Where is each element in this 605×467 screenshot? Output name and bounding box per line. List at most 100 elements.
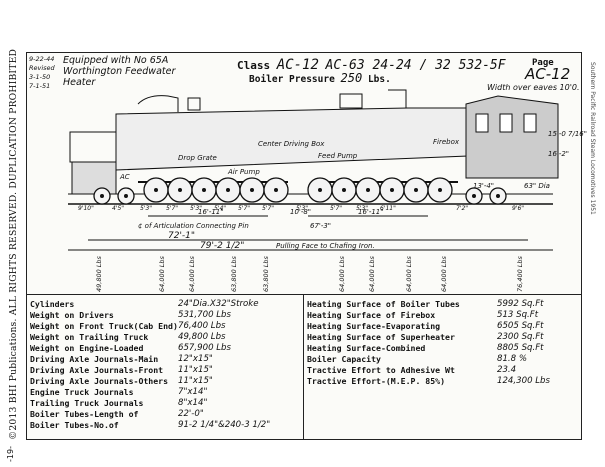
label-rigid-2: 16'-11" xyxy=(358,208,383,216)
wheel-spacing-label: 5'7" xyxy=(330,205,342,212)
spec-label: Boiler Tubes-No.of xyxy=(30,420,119,430)
wheel-spacing-label: 9'10" xyxy=(78,205,94,212)
spec-label: Driving Axle Journals-Front xyxy=(30,365,164,375)
wheel-hub xyxy=(226,188,230,192)
wheel-spacing-label: 5'3" xyxy=(356,205,368,212)
spec-row: Tractive Effort-(M.E.P. 85%) 124,300 Lbs xyxy=(307,376,579,387)
axle-load-label: 64,000 Lbs xyxy=(188,256,196,292)
wheel-hub xyxy=(202,188,206,192)
class-numbers: AC-63 24-24 / 32 532-5F xyxy=(325,58,506,73)
wheel-hub xyxy=(318,188,322,192)
wheel-spacing-label: 6'11" xyxy=(380,205,396,212)
spec-label: Trailing Truck Journals xyxy=(30,398,144,408)
spec-value: 23.4 xyxy=(497,365,517,375)
spec-label: Weight on Engine-Loaded xyxy=(30,343,144,353)
spec-label: Engine Truck Journals xyxy=(30,387,134,397)
axle-load-label: 63,800 Lbs xyxy=(262,256,270,292)
spec-value: 513 Sq.Ft xyxy=(497,310,539,320)
note-line-2: Worthington Feedwater xyxy=(63,66,176,77)
cab-window-2 xyxy=(499,113,513,133)
sand-dome xyxy=(187,97,201,111)
spec-row: Weight on Engine-Loaded 657,900 Lbs xyxy=(30,343,300,354)
spec-value: 8"x14" xyxy=(178,398,208,408)
note-line-1: Equipped with No 65A xyxy=(63,55,169,66)
axle-load-label: 64,000 Lbs xyxy=(440,256,448,292)
label-cen-driving-box: Center Driving Box xyxy=(258,140,325,148)
wheel-hub xyxy=(496,194,500,198)
spec-label: Tractive Effort to Adhesive Wt xyxy=(307,365,455,375)
stack xyxy=(388,89,407,108)
wheel-spacing-label: 5'7" xyxy=(238,205,250,212)
page-number: -19- xyxy=(6,446,15,462)
wheel-spacing-label: 7'2" xyxy=(456,205,468,212)
axle-load-label: 64,000 Lbs xyxy=(405,256,413,292)
label-drop-grate: Drop Grate xyxy=(178,154,217,162)
right-margin-note: Southern Pacific Railroad Steam Locomoti… xyxy=(589,62,596,215)
wheel-spacing-labels: 9'10" 4'5" 5'3" 5'7" 5'3" 5'4" 5'7" 5'7" 5'3" 5'7… xyxy=(78,205,524,212)
spec-value: 11"x15" xyxy=(178,376,213,386)
axle-load-label: 76,400 Lbs xyxy=(516,256,524,292)
pressure-unit: Lbs. xyxy=(367,74,391,85)
class-label: Class xyxy=(237,59,271,72)
spec-value: 5992 Sq.Ft xyxy=(497,299,544,309)
label-art-dim: 10'-8" xyxy=(290,208,311,216)
wheel-spacing-label: 5'3" xyxy=(140,205,152,212)
spec-label: Tractive Effort-(M.E.P. 85%) xyxy=(307,376,446,386)
wheel-spacing-label: 5'4" xyxy=(214,205,226,212)
spec-value: 124,300 Lbs xyxy=(497,376,550,386)
label-feed-pump: Feed Pump xyxy=(318,152,358,160)
boiler-pressure: Boiler Pressure 250 Lbs. xyxy=(249,71,391,85)
date-revised-2: 7-1-51 xyxy=(29,82,51,90)
wheel-hub xyxy=(154,188,158,192)
tender-body xyxy=(71,161,117,195)
page-label: Page xyxy=(532,58,554,68)
wheel-spacing-label: 4'5" xyxy=(112,205,124,212)
spec-value: 81.8 % xyxy=(497,354,528,364)
spec-value: 6505 Sq.Ft xyxy=(497,321,544,331)
revised-label: Revised xyxy=(29,64,55,72)
cab-window-1 xyxy=(475,113,489,133)
spec-row: Boiler Tubes-No.of 91-2 1/4"&240-3 1/2" xyxy=(30,420,300,431)
cab-window-3 xyxy=(523,113,537,133)
spec-value: 49,800 Lbs xyxy=(178,332,226,342)
wheel-spacing-label: 5'7" xyxy=(166,205,178,212)
axle-load-label: 64,000 Lbs xyxy=(338,256,346,292)
spec-row: Heating Surface-Evaporating 6505 Sq.Ft xyxy=(307,321,579,332)
wheel-hub xyxy=(472,194,476,198)
label-rigid-1: 16'-11" xyxy=(198,208,223,216)
pressure-value: 250 xyxy=(340,71,363,85)
spec-label: Heating Surface-Evaporating xyxy=(307,321,441,331)
tender-top xyxy=(69,131,117,163)
label-height: 16'-2" xyxy=(548,150,569,158)
spec-value: 657,900 Lbs xyxy=(178,343,231,353)
spec-row: Tractive Effort to Adhesive Wt 23.4 xyxy=(307,365,579,376)
class-value: AC-12 xyxy=(276,57,319,73)
wheel-spacing-label: 5'7" xyxy=(262,205,274,212)
wheel-hub xyxy=(438,188,442,192)
class-line: Class AC-12 AC-63 24-24 / 32 532-5F xyxy=(237,57,506,73)
copyright-notice: ©2013 BHI Publications. ALL RIGHTS RESER… xyxy=(8,48,19,440)
spec-label: Heating Surface-Combined xyxy=(307,343,426,353)
spec-value: 91-2 1/4"&240-3 1/2" xyxy=(178,420,271,430)
spec-value: 8805 Sq.Ft xyxy=(497,343,544,353)
wheel-hub xyxy=(100,194,104,198)
equipment-notes: Equipped with No 65A Worthington Feedwat… xyxy=(63,55,175,88)
wheel-hub xyxy=(274,188,278,192)
smokebox-dome xyxy=(137,95,179,112)
wheel-hub xyxy=(366,188,370,192)
spec-value: 76,400 Lbs xyxy=(178,321,226,331)
table-divider xyxy=(303,295,304,440)
spec-row: Heating Surface-Combined 8805 Sq.Ft xyxy=(307,343,579,354)
label-ac: AC xyxy=(119,173,130,181)
page-value: AC-12 xyxy=(525,65,571,83)
wheel-spacing-label: 5'3" xyxy=(296,205,308,212)
